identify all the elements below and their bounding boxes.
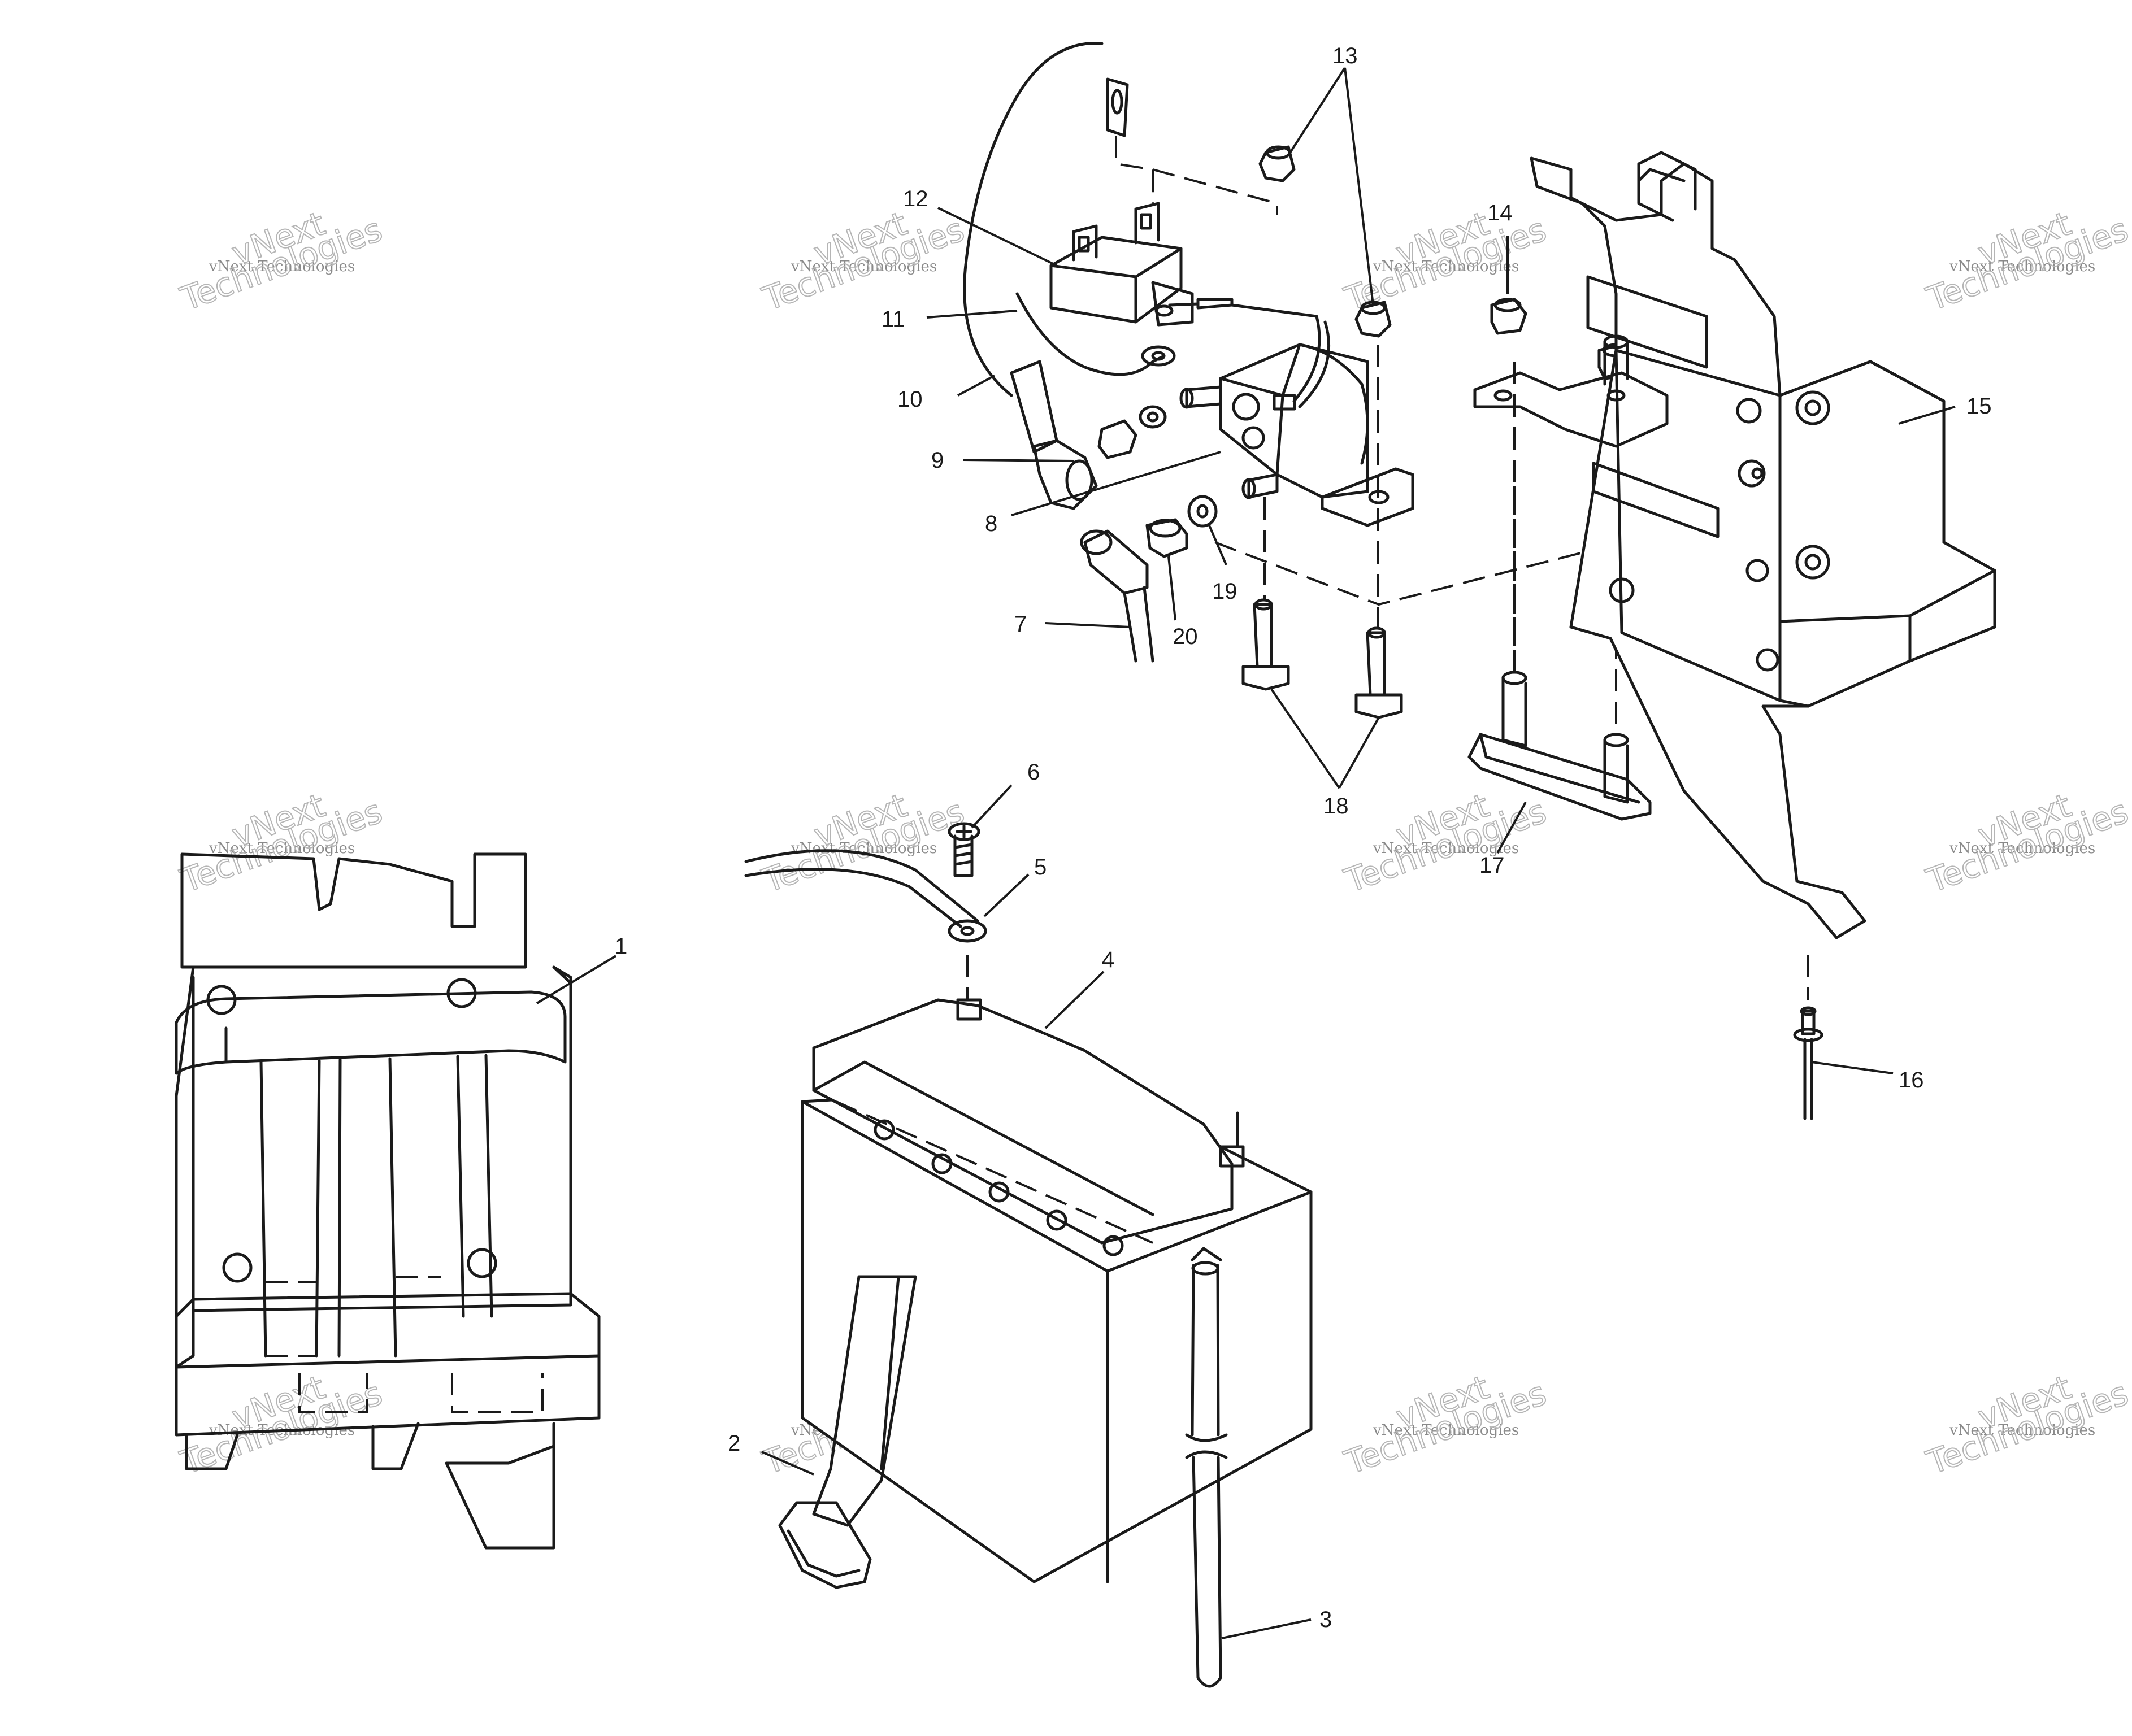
part-wire-11 bbox=[1015, 292, 1176, 376]
callout-2: 2 bbox=[728, 1431, 740, 1456]
part-battery bbox=[801, 998, 1313, 1583]
callout-5: 5 bbox=[1034, 855, 1047, 880]
part-battery-holder bbox=[175, 852, 601, 1550]
part-ground-cable bbox=[744, 849, 987, 1000]
watermark-text: vNext Technologies bbox=[1373, 1422, 1519, 1439]
part-rivet-16 bbox=[1793, 1006, 1823, 1120]
watermark-text: vNext Technologies bbox=[1949, 840, 2095, 857]
callout-18: 18 bbox=[1323, 794, 1349, 819]
part-bolts-18 bbox=[1241, 598, 1403, 719]
part-strap bbox=[778, 1275, 917, 1589]
part-relay-12 bbox=[1049, 77, 1278, 327]
part-nut-13a bbox=[1258, 145, 1296, 182]
callout-15: 15 bbox=[1966, 394, 1992, 419]
part-screw bbox=[948, 822, 980, 877]
part-solenoid bbox=[1168, 298, 1414, 527]
callout-16: 16 bbox=[1899, 1068, 1924, 1093]
part-nut-14 bbox=[1490, 298, 1635, 380]
callout-4: 4 bbox=[1102, 947, 1114, 972]
callout-13: 13 bbox=[1332, 43, 1358, 68]
watermark-text: vNext Technologies bbox=[1373, 258, 1519, 275]
callout-12: 12 bbox=[903, 186, 928, 211]
part-nut-washer-left bbox=[1097, 405, 1167, 459]
callout-8: 8 bbox=[985, 511, 997, 536]
callout-7: 7 bbox=[1014, 612, 1027, 637]
callouts: 1 2 3 4 5 6 7 8 9 10 11 12 bbox=[536, 43, 1992, 1639]
callout-19: 19 bbox=[1212, 579, 1237, 604]
callout-20: 20 bbox=[1173, 624, 1198, 649]
part-bracket-15 bbox=[1473, 151, 1996, 939]
callout-3: 3 bbox=[1319, 1607, 1332, 1632]
watermark-text: vNext Technologies bbox=[209, 840, 355, 857]
callout-9: 9 bbox=[931, 448, 944, 473]
callout-11: 11 bbox=[882, 307, 905, 332]
watermark-text: vNext Technologies bbox=[1373, 840, 1519, 857]
callout-10: 10 bbox=[897, 387, 923, 412]
callout-6: 6 bbox=[1027, 760, 1040, 785]
watermark-text: vNext Technologies bbox=[1949, 258, 2095, 275]
part-nut-20 bbox=[1145, 518, 1188, 558]
callout-14: 14 bbox=[1487, 201, 1513, 225]
watermark-text: vNext Technologies bbox=[791, 258, 937, 275]
part-washer-19 bbox=[1187, 495, 1218, 528]
part-cable-boot-9 bbox=[1010, 360, 1098, 510]
part-cable-boot-7 bbox=[1080, 529, 1154, 663]
callout-1: 1 bbox=[615, 934, 627, 959]
part-wire-10 bbox=[963, 42, 1104, 397]
part-base-plate-17 bbox=[1467, 671, 1652, 821]
watermark-text: vNext Technologies bbox=[209, 258, 355, 275]
callout-17: 17 bbox=[1479, 853, 1505, 878]
watermark-text: vNext Technologies bbox=[1949, 1422, 2095, 1439]
part-vent-tube bbox=[1185, 1261, 1228, 1688]
